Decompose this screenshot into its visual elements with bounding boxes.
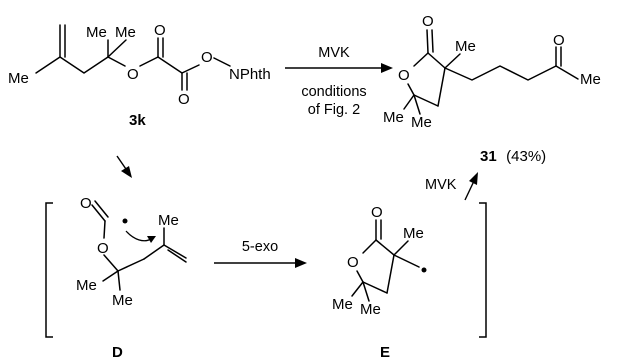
bond bbox=[393, 240, 409, 256]
bond bbox=[427, 52, 446, 69]
intermediate-e: O O Me Me Me E bbox=[332, 204, 427, 358]
reaction-arrow-down bbox=[116, 155, 132, 178]
atom-o-ring: O bbox=[398, 67, 410, 84]
atom-me-a: Me bbox=[76, 277, 97, 294]
bond bbox=[91, 204, 106, 222]
reaction-arrow-main: MVK conditions of Fig. 2 bbox=[285, 45, 393, 118]
bond bbox=[103, 254, 119, 272]
compound-label-e: E bbox=[380, 344, 390, 358]
bond bbox=[413, 94, 439, 107]
bond bbox=[437, 67, 446, 107]
atom-o-carbonyl: O bbox=[422, 13, 434, 30]
bond bbox=[139, 56, 159, 67]
compound-31: O O Me Me Me O Me 31 (43%) bbox=[383, 13, 601, 165]
bond bbox=[107, 56, 126, 67]
bond bbox=[555, 65, 579, 80]
bond bbox=[181, 64, 200, 74]
arrow-head bbox=[295, 258, 307, 268]
bond bbox=[213, 57, 231, 67]
arrow-shaft bbox=[464, 180, 475, 201]
bond bbox=[35, 56, 109, 74]
compound-label-31: 31 bbox=[480, 148, 497, 165]
bond bbox=[157, 56, 183, 74]
bond bbox=[163, 244, 187, 259]
bond bbox=[426, 29, 429, 54]
compound-label-3k: 3k bbox=[129, 112, 146, 129]
condition-addition: MVK bbox=[425, 177, 457, 193]
product-yield: (43%) bbox=[506, 148, 546, 165]
bond bbox=[143, 244, 165, 260]
atom-o-ring: O bbox=[347, 254, 359, 271]
compound-label-31-group: 31 (43%) bbox=[480, 148, 546, 165]
compound-3k: Me Me Me O O O O NPhth 3k bbox=[8, 22, 271, 129]
arrow-head bbox=[469, 172, 478, 185]
bond bbox=[117, 270, 121, 291]
bond bbox=[403, 94, 415, 110]
condition-line-2: of Fig. 2 bbox=[308, 102, 360, 118]
bond bbox=[94, 200, 109, 218]
atom-me-ring-a: Me bbox=[332, 296, 353, 313]
atom-o-carbonyl: O bbox=[371, 204, 383, 221]
bracket-right bbox=[479, 202, 487, 338]
atom-me-ring-b: Me bbox=[411, 114, 432, 131]
atom-me-b: Me bbox=[115, 24, 136, 41]
arrow-head bbox=[381, 63, 393, 73]
bond bbox=[444, 65, 557, 81]
intermediate-bracket bbox=[45, 202, 487, 338]
atom-me-ring-b: Me bbox=[360, 301, 381, 318]
bond bbox=[107, 39, 127, 58]
atom-o-carbonyl-1: O bbox=[154, 22, 166, 39]
bond bbox=[103, 220, 106, 239]
atom-me-b: Me bbox=[112, 292, 133, 309]
bond bbox=[444, 53, 461, 69]
atom-me-quaternary: Me bbox=[403, 225, 424, 242]
bond bbox=[362, 239, 377, 254]
atom-o-ester: O bbox=[97, 240, 109, 257]
bond bbox=[431, 29, 434, 53]
bond bbox=[413, 52, 429, 67]
intermediate-d: O O Me Me Me D bbox=[76, 195, 187, 358]
atom-o-ketone: O bbox=[553, 32, 565, 49]
curly-arrow bbox=[125, 230, 152, 242]
atom-me-ketone: Me bbox=[580, 71, 601, 88]
bond bbox=[102, 270, 119, 282]
bond bbox=[356, 270, 364, 283]
radical-dot bbox=[421, 267, 427, 273]
atom-me-top: Me bbox=[158, 212, 179, 229]
reaction-arrow-addition: MVK bbox=[425, 172, 478, 201]
bond bbox=[407, 83, 415, 96]
bond bbox=[362, 281, 370, 302]
reaction-arrow-5exo: 5-exo bbox=[214, 239, 307, 268]
bond bbox=[393, 254, 420, 268]
compound-label-d: D bbox=[112, 344, 123, 358]
bond bbox=[386, 254, 395, 294]
bond bbox=[351, 281, 364, 297]
atom-o-ester: O bbox=[127, 66, 139, 83]
bond bbox=[413, 94, 421, 115]
bracket-left bbox=[45, 202, 53, 338]
atom-o-top: O bbox=[80, 195, 92, 212]
atom-o-link: O bbox=[201, 49, 213, 66]
bond bbox=[362, 281, 388, 294]
bond bbox=[117, 258, 145, 272]
condition-cyclization: 5-exo bbox=[242, 239, 278, 255]
atom-me-a: Me bbox=[86, 24, 107, 41]
atom-me-ring-a: Me bbox=[383, 109, 404, 126]
atom-o-carbonyl-2: O bbox=[178, 91, 190, 108]
bond bbox=[375, 239, 395, 256]
atom-me-quaternary: Me bbox=[455, 38, 476, 55]
bond bbox=[167, 249, 187, 263]
condition-line-1: conditions bbox=[301, 84, 366, 100]
atom-nphth: NPhth bbox=[229, 66, 271, 83]
condition-reagent: MVK bbox=[318, 45, 350, 61]
atom-me-vinyl: Me bbox=[8, 70, 29, 87]
curly-arrow-head bbox=[147, 236, 156, 243]
arrow-head bbox=[121, 166, 132, 178]
radical-dot bbox=[122, 218, 128, 224]
